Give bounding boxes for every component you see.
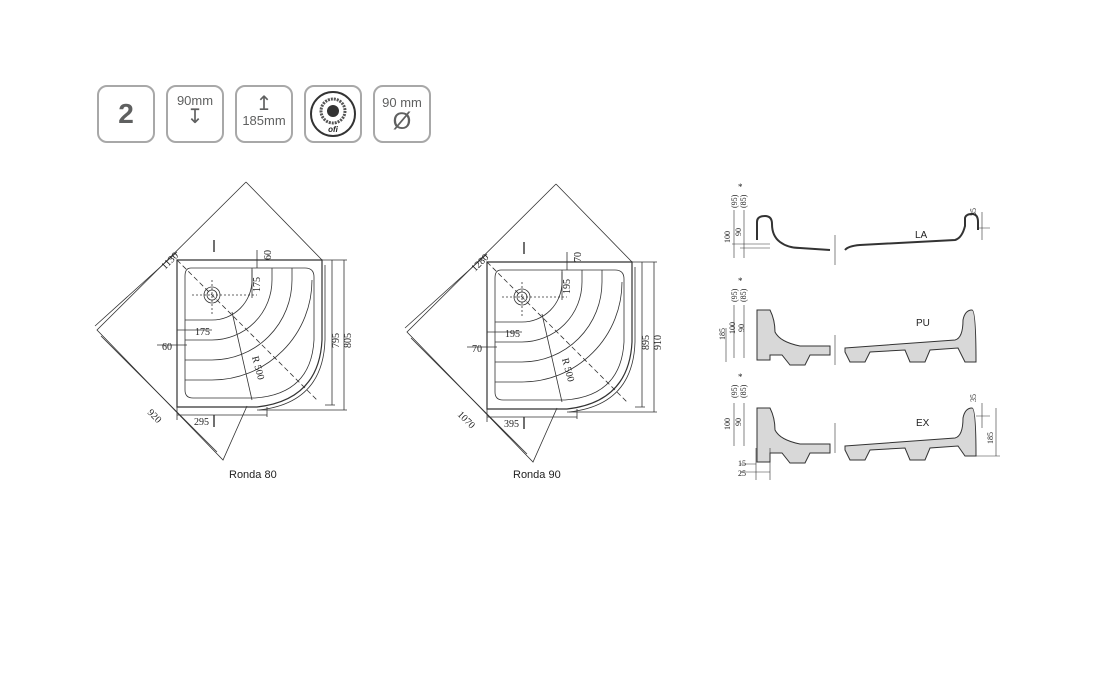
dim-100: 100 [723,418,732,430]
drain-v-dim: 195 [562,279,573,294]
dim-b: (85) [739,288,748,302]
diagonal-dim: 1130 [159,250,181,272]
rib-top-dim: 60 [263,250,274,260]
side-dim: 1070 [455,409,477,431]
tray-height-value: 185mm [242,113,286,128]
drain-v-dim: 175 [252,277,263,292]
dim-25: 25 [738,469,746,478]
dim-rim: 35 [969,394,978,402]
dim-rim: 35 [969,208,978,216]
rib-top-dim: 70 [573,252,584,262]
dim-90: 90 [734,418,743,426]
tray-count-badge: 2 [97,85,155,143]
drain-h-dim: 175 [195,327,210,338]
drain-diameter-value: 90 mm [382,95,422,110]
diameter-symbol: Ø [392,108,412,135]
dim-100: 100 [723,231,732,243]
dim-star: * [738,372,743,382]
dim-total: 185 [718,328,727,340]
dim-90: 90 [737,324,746,332]
dim-total: 185 [986,432,995,444]
bottom-dim: 395 [504,419,519,430]
ronda-90-plan: 1280 1070 70 195 195 70 395 R 500 895 91… [404,183,664,481]
dim-15: 15 [738,459,746,468]
arrow-up-bar-icon: ↥ [255,93,273,115]
tray-height-badge: ↥ 185mm [235,85,293,143]
bottom-dim: 295 [194,417,209,428]
ronda-80-plan: 1130 920 60 175 175 60 295 R 500 795 805… [94,181,354,481]
dim-a: (95) [730,384,739,398]
dim-star: * [738,276,743,286]
plan-title: Ronda 90 [513,469,561,481]
dim-b: (85) [739,194,748,208]
dim-a: (95) [730,194,739,208]
rib-left-dim: 70 [472,344,482,355]
dim-100: 100 [728,322,737,334]
profile-label: EX [916,418,930,429]
dim-b: (85) [739,384,748,398]
certification-seal-icon: ofi [310,91,356,137]
drain-diameter-badge: 90 mm Ø [373,85,431,143]
profile-label: LA [915,230,928,241]
certificate-label: ofi [328,125,339,134]
dim-a: (95) [730,288,739,302]
profile-la: (95) (85) * 100 90 35 LA [723,182,990,265]
radius-dim: R 500 [249,355,266,381]
diagonal-dim: 1280 [469,252,491,274]
plan-title: Ronda 80 [229,469,277,481]
drain-h-dim: 195 [505,329,520,340]
side-dim: 920 [145,407,163,425]
profile-ex: (95) (85) * 100 90 35 185 15 25 EX [723,372,1000,480]
tray-count: 2 [118,98,134,129]
profile-label: PU [916,318,930,329]
arrow-down-bar-icon: ↧ [186,106,204,128]
dim-star: * [738,182,743,192]
profile-pu: (95) (85) * 185 100 90 PU [718,276,977,366]
drain-height-value: 90mm [176,93,214,108]
outer-dim: 910 [653,335,664,350]
radius-dim: R 500 [559,357,576,383]
outer-dim: 805 [343,333,354,348]
inner-dim: 895 [641,335,652,350]
rib-left-dim: 60 [162,342,172,353]
inner-dim: 795 [331,333,342,348]
drain-height-badge: 90mm ↧ [166,85,224,143]
dim-90: 90 [734,228,743,236]
certificate-badge: ofi [304,85,362,143]
